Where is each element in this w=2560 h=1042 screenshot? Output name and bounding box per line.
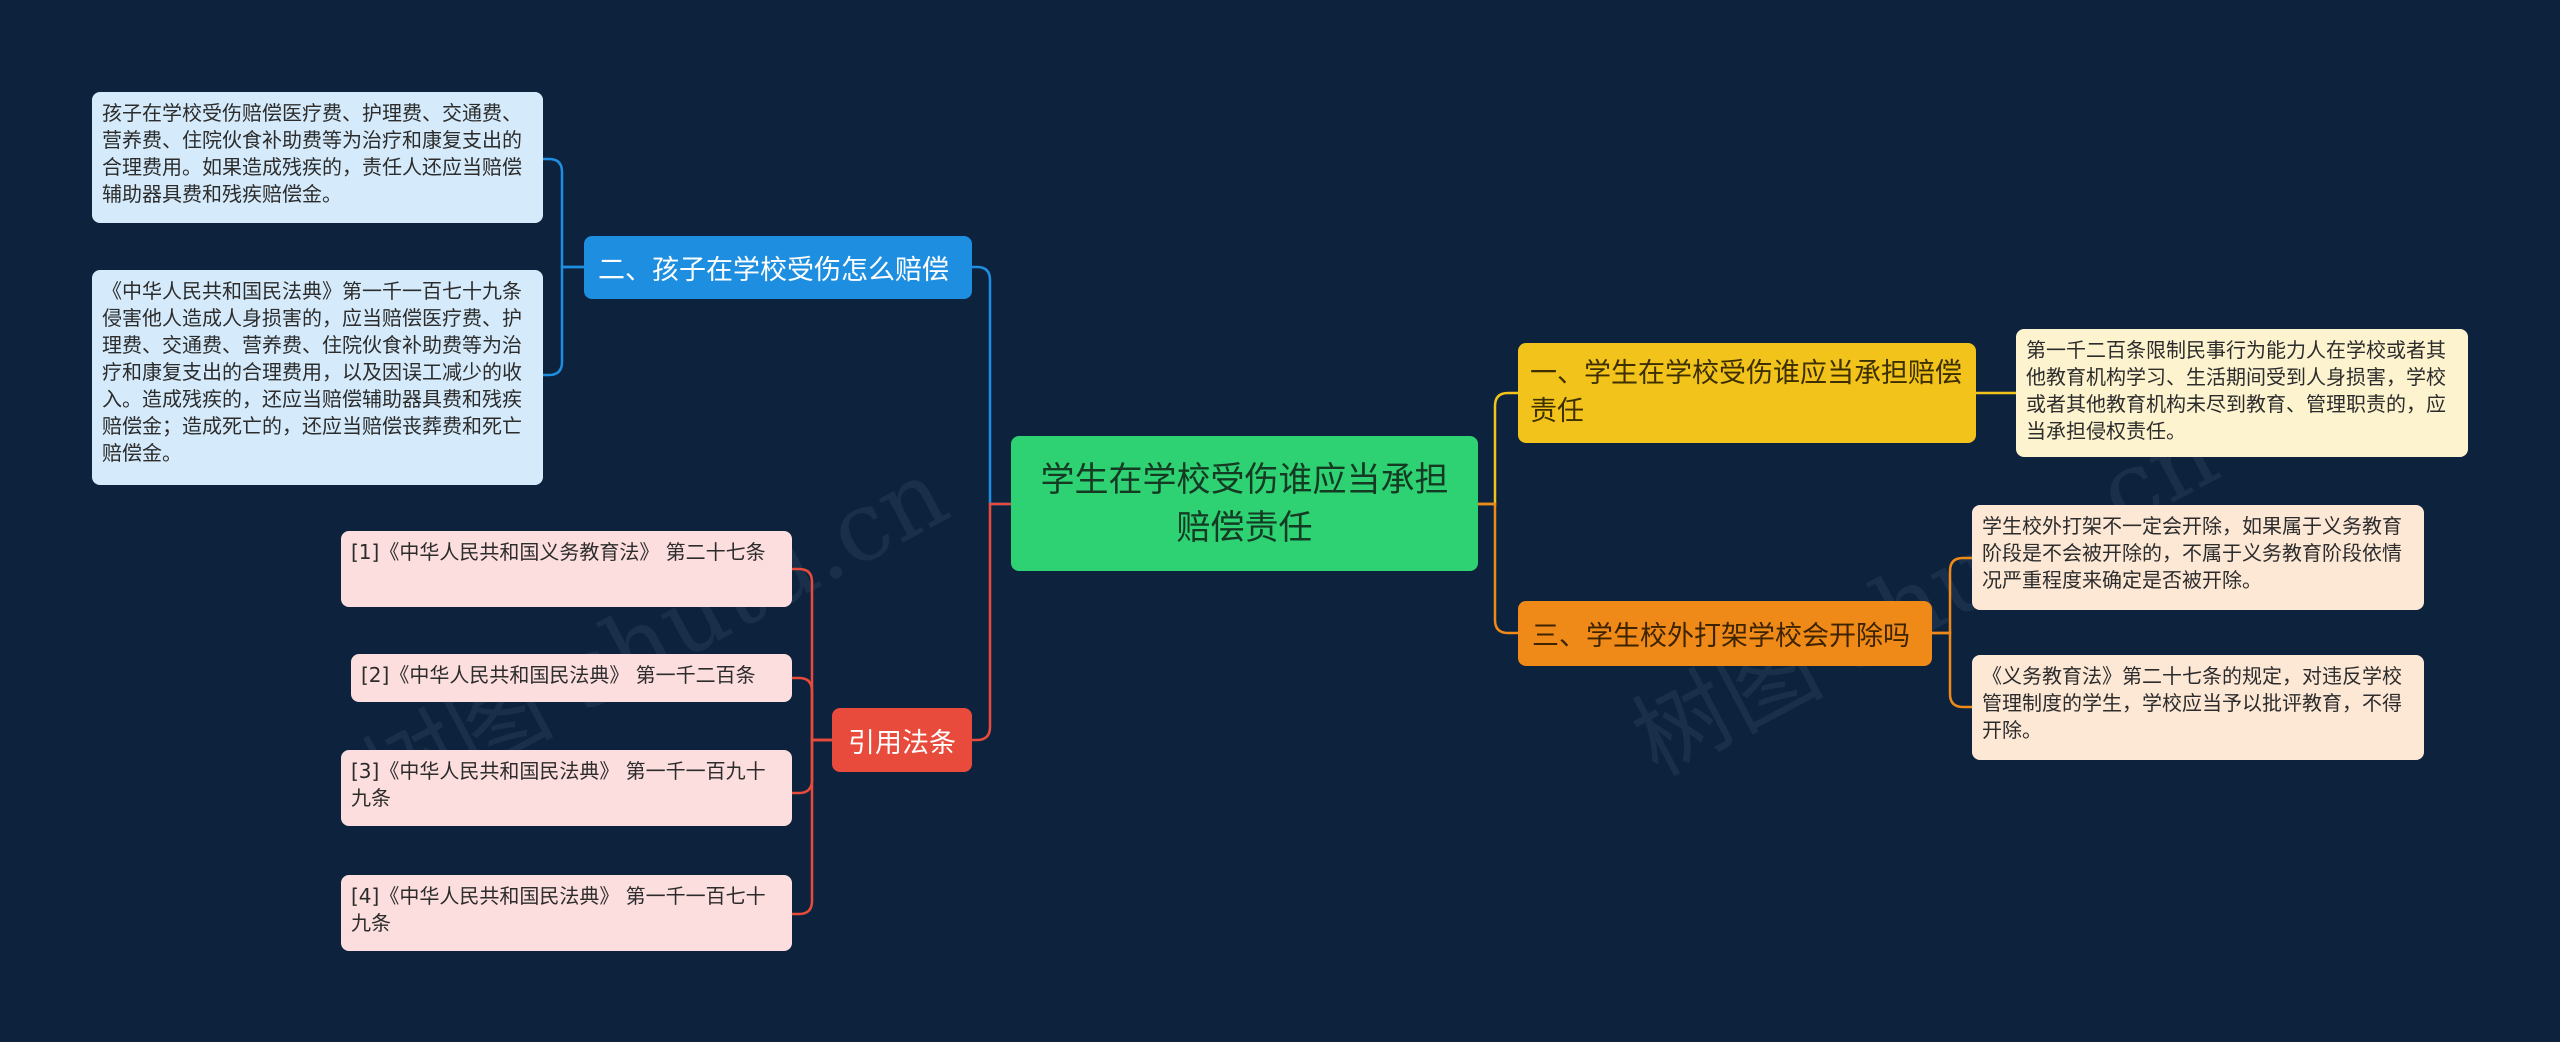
leaf-expulsion-2-text: 《义务教育法》第二十七条的规定，对违反学校管理制度的学生，学校应当予以批评教育，… bbox=[1982, 664, 2402, 742]
branch-citations[interactable]: 引用法条 bbox=[832, 708, 972, 772]
citation-2[interactable]: [2]《中华人民共和国民法典》 第一千二百条 bbox=[351, 654, 792, 702]
leaf-responsibility-1-text: 第一千二百条限制民事行为能力人在学校或者其他教育机构学习、生活期间受到人身损害，… bbox=[2026, 338, 2446, 443]
branch-responsibility[interactable]: 一、学生在学校受伤谁应当承担赔偿责任 bbox=[1518, 343, 1976, 443]
leaf-expulsion-1[interactable]: 学生校外打架不一定会开除，如果属于义务教育阶段是不会被开除的，不属于义务教育阶段… bbox=[1972, 505, 2424, 610]
leaf-responsibility-1[interactable]: 第一千二百条限制民事行为能力人在学校或者其他教育机构学习、生活期间受到人身损害，… bbox=[2016, 329, 2468, 457]
citation-1-text: [1]《中华人民共和国义务教育法》 第二十七条 bbox=[351, 540, 766, 564]
leaf-expulsion-2[interactable]: 《义务教育法》第二十七条的规定，对违反学校管理制度的学生，学校应当予以批评教育，… bbox=[1972, 655, 2424, 760]
citation-1[interactable]: [1]《中华人民共和国义务教育法》 第二十七条 bbox=[341, 531, 792, 607]
branch-compensation[interactable]: 二、孩子在学校受伤怎么赔偿 bbox=[584, 236, 972, 299]
root-topic[interactable]: 学生在学校受伤谁应当承担赔偿责任 bbox=[1011, 436, 1478, 571]
branch-expulsion[interactable]: 三、学生校外打架学校会开除吗 bbox=[1518, 601, 1932, 666]
leaf-compensation-1-text: 孩子在学校受伤赔偿医疗费、护理费、交通费、营养费、住院伙食补助费等为治疗和康复支… bbox=[102, 101, 522, 206]
leaf-compensation-1[interactable]: 孩子在学校受伤赔偿医疗费、护理费、交通费、营养费、住院伙食补助费等为治疗和康复支… bbox=[92, 92, 543, 223]
branch-citations-title: 引用法条 bbox=[848, 727, 956, 759]
root-topic-text: 学生在学校受伤谁应当承担赔偿责任 bbox=[1040, 459, 1449, 548]
citation-3-text: [3]《中华人民共和国民法典》 第一千一百九十九条 bbox=[351, 759, 766, 810]
leaf-compensation-2[interactable]: 《中华人民共和国民法典》第一千一百七十九条侵害他人造成人身损害的，应当赔偿医疗费… bbox=[92, 270, 543, 485]
citation-2-text: [2]《中华人民共和国民法典》 第一千二百条 bbox=[361, 663, 756, 687]
citation-4[interactable]: [4]《中华人民共和国民法典》 第一千一百七十九条 bbox=[341, 875, 792, 951]
branch-compensation-title: 二、孩子在学校受伤怎么赔偿 bbox=[598, 255, 949, 286]
citation-4-text: [4]《中华人民共和国民法典》 第一千一百七十九条 bbox=[351, 884, 766, 935]
citation-3[interactable]: [3]《中华人民共和国民法典》 第一千一百九十九条 bbox=[341, 750, 792, 826]
leaf-expulsion-1-text: 学生校外打架不一定会开除，如果属于义务教育阶段是不会被开除的，不属于义务教育阶段… bbox=[1982, 514, 2402, 592]
branch-expulsion-title: 三、学生校外打架学校会开除吗 bbox=[1532, 621, 1910, 652]
branch-responsibility-title: 一、学生在学校受伤谁应当承担赔偿责任 bbox=[1530, 358, 1962, 427]
leaf-compensation-2-text: 《中华人民共和国民法典》第一千一百七十九条侵害他人造成人身损害的，应当赔偿医疗费… bbox=[102, 279, 522, 465]
